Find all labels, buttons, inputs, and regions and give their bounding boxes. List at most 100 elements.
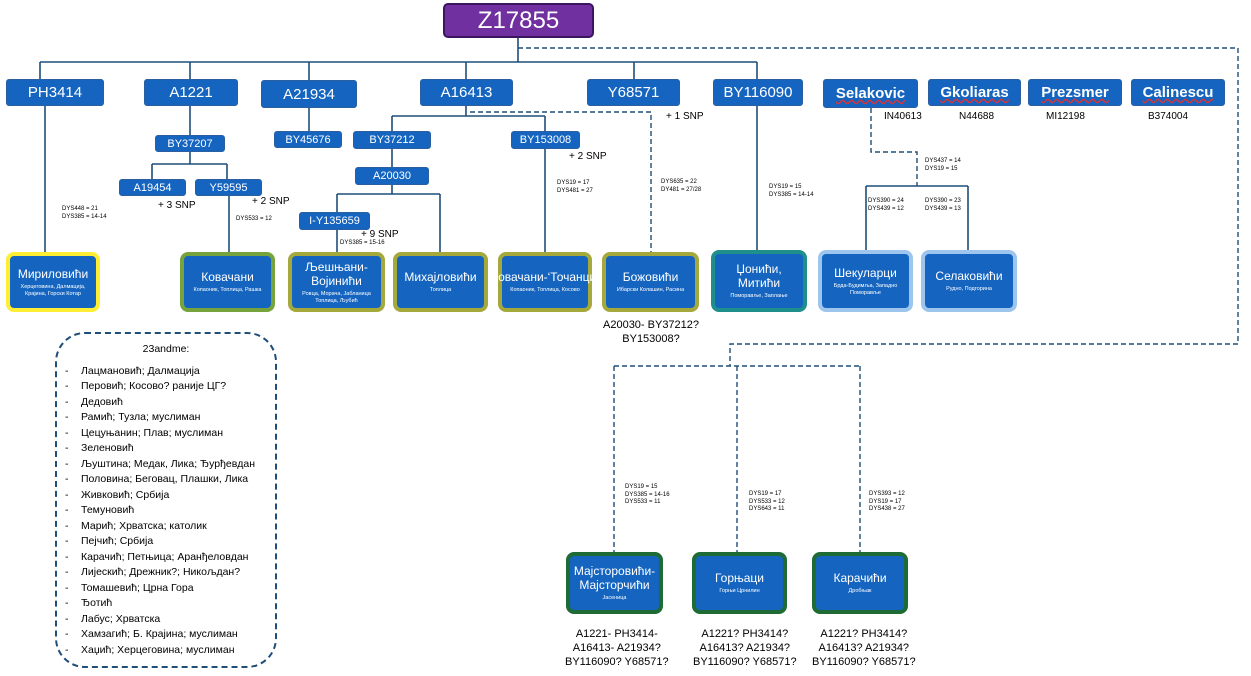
- leaf-name: Џонићи, Митићи: [736, 262, 782, 290]
- leaf-karacici[interactable]: Карачићи Дробњак: [812, 552, 908, 614]
- leaf-region: Топлица: [429, 287, 452, 293]
- leaf-region: Брда-Будимља, Западно Поморавље: [833, 282, 898, 296]
- leaf-gornjaci[interactable]: Горњаци Горњи Црнилин: [692, 552, 787, 614]
- node-a20030[interactable]: A20030: [355, 167, 429, 185]
- list-item: Зеленовић: [63, 441, 269, 457]
- node-by37212[interactable]: BY37212: [353, 131, 431, 149]
- tag-in40613: IN40613: [884, 111, 922, 122]
- leaf-name: Горњаци: [714, 571, 765, 585]
- leaf-name: Божовићи: [622, 270, 679, 284]
- leaf-tocanci[interactable]: Ковачани-‘Точанци’ Копаоник, Топлица, Ко…: [491, 252, 599, 312]
- node-calinescu[interactable]: Calinescu: [1131, 79, 1225, 106]
- node-a1221[interactable]: A1221: [144, 79, 238, 106]
- tag-n44688: N44688: [959, 111, 995, 122]
- leaf-selakovici[interactable]: Селаковићи Рудно, Подгорина: [921, 250, 1017, 312]
- tag-mi12198: MI12198: [1046, 111, 1085, 122]
- leaf-name: Шекуларци: [834, 265, 897, 280]
- leaf-region: Ровца, Морача, Јабланица Топлица, Љубић: [302, 290, 371, 304]
- str-kovacani: DYS533 = 12: [236, 216, 272, 222]
- list-item: Хаџић; Херцеговина; муслиман: [63, 643, 269, 659]
- leaf-majstorovici[interactable]: Мајсторовићи-Мајсторчићи Јасеница: [566, 552, 663, 614]
- leaf-mirilovici[interactable]: Мириловићи Херцеговина, Далмација, Краји…: [6, 252, 100, 312]
- leaf-region: Копаоник, Топлица, Рашка: [193, 287, 262, 293]
- node-by116090[interactable]: BY116090: [713, 79, 803, 106]
- leaf-region: Поморавље, Заплање: [730, 293, 788, 299]
- list-item: Живковић; Србија: [63, 488, 269, 504]
- node-a19454[interactable]: A19454: [119, 179, 186, 196]
- node-ph3414[interactable]: PH3414: [6, 79, 104, 106]
- node-prezsmer[interactable]: Prezsmer: [1028, 79, 1122, 106]
- snp-label-y59595: + 2 SNP: [252, 196, 290, 207]
- list-item: Љуштина; Медак, Лика; Ђурђевдан: [63, 457, 269, 473]
- list-item: Хамзагић; Б. Крајина; муслиман: [63, 627, 269, 643]
- note-gornjaci: A1221? PH3414?A16413? A21934?BY116090? Y…: [693, 628, 797, 668]
- leaf-name: Карачићи: [833, 571, 887, 585]
- note-karacici: A1221? PH3414?A16413? A21934?BY116090? Y…: [812, 628, 916, 668]
- snp-label-a19454: + 3 SNP: [158, 200, 196, 211]
- root-node[interactable]: Z17855: [443, 3, 594, 38]
- list-item: Лацмановић; Далмација: [63, 364, 269, 380]
- list-item: Лабус; Хрватска: [63, 612, 269, 628]
- leaf-region: Ибарски Колашин, Расина: [616, 287, 685, 293]
- leaf-ljesnjani[interactable]: Љешњани-Војинићи Ровца, Морача, Јабланиц…: [288, 252, 385, 312]
- node-by45676[interactable]: BY45676: [274, 131, 342, 148]
- note-majstorovici: A1221- PH3414-A16413- A21934?BY116090? Y…: [565, 628, 669, 668]
- list-item: Рамић; Тузла; муслиман: [63, 410, 269, 426]
- leaf-region: Рудно, Подгорина: [946, 286, 992, 292]
- leaf-name: Љешњани-Војинићи: [305, 259, 368, 288]
- list-item: Лијескић; Дрежник?; Никољдан?: [63, 565, 269, 581]
- leaf-name: Мајсторовићи-Мајсторчићи: [573, 564, 656, 592]
- leaf-region: Херцеговина, Далмација, Крајина, Горски …: [20, 283, 86, 297]
- node-i-y135659[interactable]: I-Y135659: [299, 212, 370, 230]
- list-item: Марић; Хрватска; католик: [63, 519, 269, 535]
- list-title: 23andme:: [142, 343, 190, 355]
- leaf-name: Михајловићи: [404, 270, 477, 284]
- list-item: Половина; Беговац, Плашки, Лика: [63, 472, 269, 488]
- note-bozovici: A20030- BY37212?BY153008?: [603, 319, 700, 345]
- node-gkoliaras[interactable]: Gkoliaras: [928, 79, 1021, 106]
- snp-label-y68571: + 1 SNP: [666, 111, 704, 122]
- leaf-sekularci[interactable]: Шекуларци Брда-Будимља, Западно Поморављ…: [818, 250, 913, 312]
- node-a21934[interactable]: A21934: [261, 80, 357, 108]
- leaf-name: Селаковићи: [935, 269, 1003, 283]
- node-y68571[interactable]: Y68571: [587, 79, 680, 106]
- list-item: Пејчић; Србија: [63, 534, 269, 550]
- leaf-kovacani[interactable]: Ковачани Копаоник, Топлица, Рашка: [180, 252, 275, 312]
- str-ljesnjani: DYS385 = 15-16: [340, 240, 385, 246]
- node-by37207[interactable]: BY37207: [155, 135, 225, 152]
- list-item: Томашевић; Црна Гора: [63, 581, 269, 597]
- node-a16413[interactable]: A16413: [420, 79, 513, 106]
- leaf-mihajlovici[interactable]: Михајловићи Топлица: [393, 252, 488, 312]
- list-item: Дедовић: [63, 395, 269, 411]
- leaf-region: Горњи Црнилин: [719, 588, 760, 594]
- leaf-conici[interactable]: Џонићи, Митићи Поморавље, Заплање: [711, 250, 807, 312]
- node-y59595[interactable]: Y59595: [195, 179, 262, 196]
- snp-label-by153008: + 2 SNP: [569, 151, 607, 162]
- list-item: Перовић; Косово? раније ЦГ?: [63, 379, 269, 395]
- leaf-bozovici[interactable]: Божовићи Ибарски Колашин, Расина: [602, 252, 699, 312]
- 23andme-list: 23andme: Лацмановић; Далмација Перовић; …: [55, 332, 277, 668]
- list-item: Ђотић: [63, 596, 269, 612]
- leaf-region: Копаоник, Топлица, Косово: [510, 287, 580, 293]
- leaf-region: Дробњак: [848, 588, 872, 594]
- list-item: Цецуњанин; Плав; муслиман: [63, 426, 269, 442]
- list-item: Темуновић: [63, 503, 269, 519]
- leaf-region: Јасеница: [602, 595, 627, 601]
- node-selakovic[interactable]: Selakovic: [823, 79, 918, 108]
- list-item: Карачић; Петњица; Аранђеловдан: [63, 550, 269, 566]
- node-by153008[interactable]: BY153008: [511, 131, 580, 149]
- tag-b374004: B374004: [1148, 111, 1189, 122]
- snp-label-i-y135659: + 9 SNP: [361, 229, 399, 240]
- leaf-name: Ковачани-‘Точанци’: [491, 270, 599, 284]
- leaf-name: Ковачани: [201, 270, 254, 284]
